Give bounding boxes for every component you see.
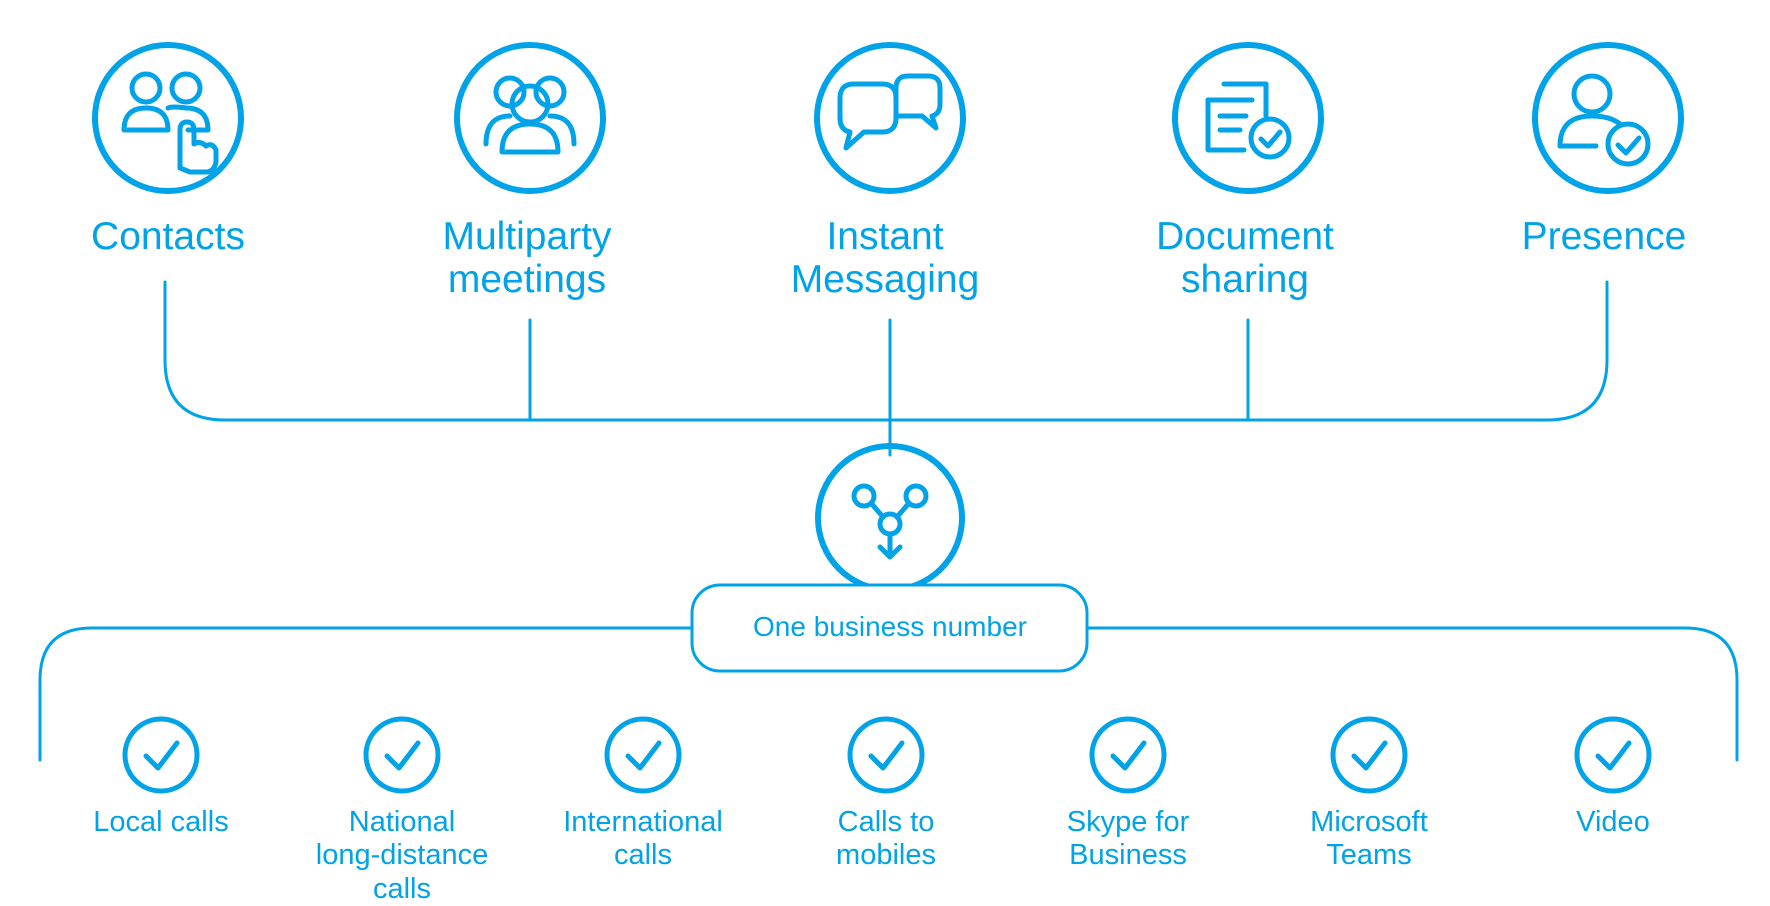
feature-label-instant-messaging: Instant Messaging	[790, 215, 980, 301]
check-icon	[847, 716, 925, 794]
check-icon	[363, 716, 441, 794]
call-label-video: Video	[1576, 806, 1650, 838]
feature-label-document-sharing: Document sharing	[1156, 215, 1334, 301]
bottom-connector	[38, 626, 1739, 762]
call-label-international-calls: International calls	[563, 806, 723, 872]
call-label-national-long-distance-calls: National long-distance calls	[315, 806, 489, 905]
check-icon	[1330, 716, 1408, 794]
chat-bubbles-icon	[814, 42, 966, 194]
call-label-microsoft-teams: Microsoft Teams	[1310, 806, 1428, 872]
top-connector	[163, 280, 1609, 457]
call-label-local-calls: Local calls	[93, 806, 229, 838]
call-label-skype-for-business: Skype for Business	[1066, 806, 1190, 872]
group-icon	[454, 42, 606, 194]
hub-label: One business number	[753, 611, 1027, 642]
merge-arrow-icon	[815, 443, 965, 593]
contacts-icon	[92, 42, 244, 194]
check-icon	[1574, 716, 1652, 794]
document-check-icon	[1172, 42, 1324, 194]
user-check-icon	[1532, 42, 1684, 194]
feature-label-contacts: Contacts	[91, 215, 245, 258]
call-label-calls-to-mobiles: Calls to mobiles	[836, 806, 936, 872]
feature-label-presence: Presence	[1521, 215, 1687, 258]
check-icon	[1089, 716, 1167, 794]
check-icon	[604, 716, 682, 794]
feature-label-multiparty-meetings: Multiparty meetings	[442, 215, 612, 301]
hub-pill	[690, 583, 1089, 673]
check-icon	[122, 716, 200, 794]
